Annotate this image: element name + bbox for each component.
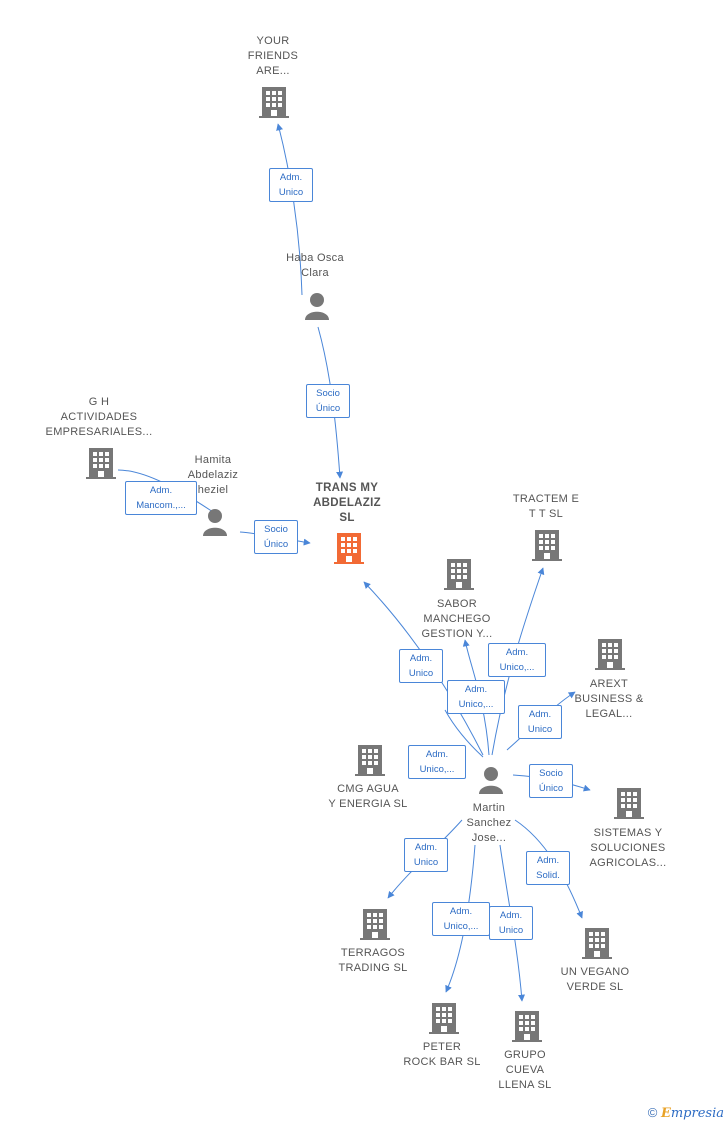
edge-label[interactable]: Adm. Unico [399, 649, 443, 683]
person-icon [203, 509, 227, 536]
node-trans-my-abdelaziz[interactable]: TRANS MY ABDELAZIZ SL [313, 482, 381, 524]
node-cmg-agua[interactable]: CMG AGUA Y ENERGIA SL [328, 783, 408, 810]
edge-label[interactable]: Socio Único [254, 520, 298, 554]
edge-label[interactable]: Adm. Unico [518, 705, 562, 739]
edge-label[interactable]: Adm. Unico [269, 168, 313, 202]
building-icon [429, 1003, 459, 1034]
building-icon [614, 788, 644, 819]
building-icon [259, 87, 289, 118]
building-icon [360, 909, 390, 940]
building-icon [532, 530, 562, 561]
edge-label[interactable]: Socio Único [306, 384, 350, 418]
edge-label[interactable]: Adm. Unico,... [488, 643, 546, 677]
node-sistemas[interactable]: SISTEMAS Y SOLUCIONES AGRICOLAS... [589, 827, 667, 869]
building-icon [444, 559, 474, 590]
person-icon [305, 293, 329, 320]
edge-label[interactable]: Socio Único [529, 764, 573, 798]
node-grupo-cueva[interactable]: GRUPO CUEVA LLENA SL [498, 1049, 552, 1091]
node-terragos[interactable]: TERRAGOS TRADING SL [338, 947, 408, 974]
edge-label[interactable]: Adm. Mancom.,... [125, 481, 197, 515]
building-icon [512, 1011, 542, 1042]
building-icon [86, 448, 116, 479]
person-icon [479, 767, 503, 794]
edge-label[interactable]: Adm. Unico,... [447, 680, 505, 714]
edge-label[interactable]: Adm. Unico,... [432, 902, 490, 936]
node-martin-sanchez[interactable]: Martin Sanchez Jose... [466, 802, 512, 844]
edge-label[interactable]: Adm. Unico [404, 838, 448, 872]
copyright-footer: © Empresia [648, 1105, 724, 1121]
brand-logo[interactable]: Empresia [660, 1106, 724, 1121]
node-gh-actividades[interactable]: G H ACTIVIDADES EMPRESARIALES... [45, 396, 153, 438]
edge-label[interactable]: Adm. Unico [489, 906, 533, 940]
node-hamita[interactable]: Hamita Abdelaziz heziel [187, 454, 239, 496]
building-icon [355, 745, 385, 776]
edge-label[interactable]: Adm. Solid. [526, 851, 570, 885]
node-haba-osca[interactable]: Haba Osca Clara [286, 252, 344, 279]
copyright-icon: © [647, 1105, 658, 1120]
building-icon [582, 928, 612, 959]
node-peter-rock[interactable]: PETER ROCK BAR SL [403, 1041, 481, 1068]
node-tractem[interactable]: TRACTEM E T T SL [512, 493, 580, 520]
node-your-friends[interactable]: YOUR FRIENDS ARE... [247, 35, 299, 77]
focus-building-icon [334, 533, 364, 564]
edge-label[interactable]: Adm. Unico,... [408, 745, 466, 779]
building-icon [595, 639, 625, 670]
node-arext[interactable]: AREXT BUSINESS & LEGAL... [574, 678, 644, 720]
node-sabor-manchego[interactable]: SABOR MANCHEGO GESTION Y... [421, 598, 493, 640]
node-un-vegano[interactable]: UN VEGANO VERDE SL [560, 966, 630, 993]
